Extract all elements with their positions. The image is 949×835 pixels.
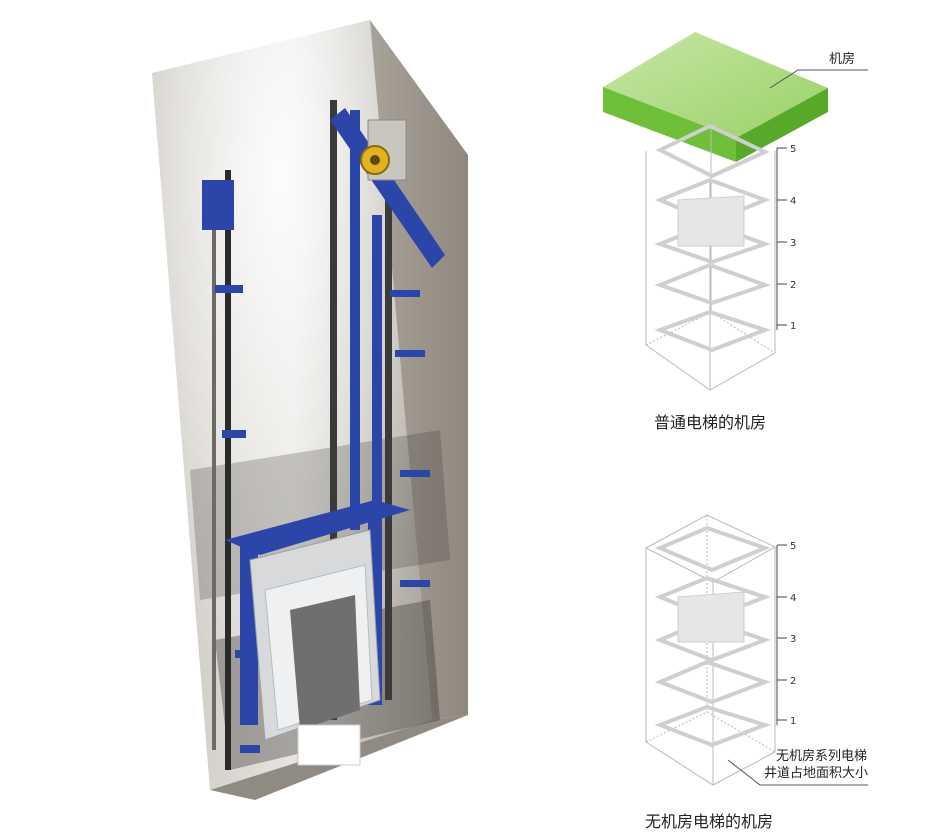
elevator-shaft-illustration (152, 20, 468, 800)
floor-num: 4 (790, 196, 796, 207)
guide-rail-left (225, 170, 231, 770)
floor-num: 1 (790, 321, 796, 332)
floor-labels-mrl: 5 4 3 2 1 (790, 541, 796, 727)
machine-room-label: 机房 (829, 52, 856, 67)
rail-blue-vertical-2 (372, 215, 382, 695)
bracket-4 (395, 350, 425, 357)
guide-rail-main-1 (330, 100, 337, 720)
bracket-3 (390, 290, 420, 297)
regular-elevator-caption: 普通电梯的机房 (654, 413, 767, 432)
floor-num: 5 (790, 144, 796, 155)
floor-num: 3 (790, 634, 796, 645)
machine-room-side (736, 88, 828, 162)
controller-box (202, 180, 234, 230)
floor-num: 1 (790, 716, 796, 727)
rail-blue-diagonal (330, 108, 445, 268)
bracket-6 (400, 580, 430, 587)
bracket-5 (400, 470, 430, 477)
floor-num: 4 (790, 593, 796, 604)
rail-blue-vertical-1 (350, 110, 360, 530)
machine-room-callout-line (769, 69, 868, 89)
guide-rail-left-2 (212, 230, 216, 750)
floor-num: 2 (790, 280, 796, 291)
mrl-callout-line (727, 759, 868, 786)
regular-elevator-diagram (603, 32, 868, 391)
floor-num: 2 (790, 676, 796, 687)
mrl-elevator-caption: 无机房电梯的机房 (645, 812, 774, 831)
floor-labels-regular: 5 4 3 2 1 (790, 144, 796, 332)
machine-room-top (603, 32, 828, 138)
bracket-1 (215, 285, 243, 293)
regular-car (677, 195, 745, 247)
floor-num: 3 (790, 238, 796, 249)
mrl-note-line1: 无机房系列电梯 (776, 749, 868, 764)
bracket-2 (222, 430, 246, 438)
floor-num: 5 (790, 541, 796, 552)
bracket-8 (240, 745, 260, 753)
traction-machine (360, 119, 407, 181)
mrl-note-line2: 井道占地面积大小 (764, 766, 869, 781)
machine-room-front (603, 87, 736, 162)
guide-rail-main-2 (385, 140, 392, 700)
elevator-car (225, 500, 410, 766)
mrl-car (677, 591, 745, 643)
mrl-elevator-diagram (644, 514, 868, 786)
